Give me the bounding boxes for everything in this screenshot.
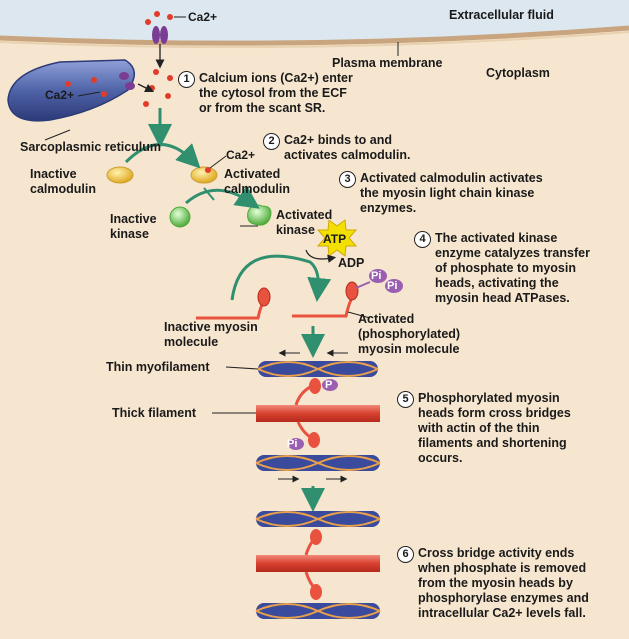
cytoplasm-label: Cytoplasm bbox=[486, 66, 550, 80]
thin-myofilament-label: Thin myofilament bbox=[106, 360, 210, 374]
inactive-myosin-label: Inactive myosin molecule bbox=[164, 320, 258, 349]
step-6-text: Cross bridge activity ends when phosphat… bbox=[418, 546, 589, 620]
step-6-number: 6 bbox=[397, 546, 414, 563]
inactive-calmodulin-label: Inactive calmodulin bbox=[30, 167, 96, 196]
ca-ecf-label: Ca2+ bbox=[188, 10, 218, 24]
step-5-number: 5 bbox=[397, 391, 414, 408]
step-5: 5 Phosphorylated myosin heads form cross… bbox=[397, 391, 622, 466]
step-3: 3 Activated calmodulin activates the myo… bbox=[339, 171, 624, 216]
step-2: 2 Ca2+ binds to and activates calmodulin… bbox=[263, 133, 503, 163]
step-4-text: The activated kinase enzyme catalyzes tr… bbox=[435, 231, 590, 305]
inactive-kinase-label: Inactive kinase bbox=[110, 212, 157, 241]
phosphate-icon bbox=[369, 269, 387, 283]
plasma-membrane bbox=[0, 25, 629, 46]
pi-label-2: Pi bbox=[387, 280, 398, 292]
thin-filament-1 bbox=[257, 361, 379, 377]
adp-label: ADP bbox=[338, 256, 365, 270]
thin-filament-4 bbox=[255, 603, 381, 619]
pi-label-1: Pi bbox=[371, 270, 382, 282]
activated-kinase-label: Activated kinase bbox=[276, 208, 333, 237]
activated-kinase-shape bbox=[247, 204, 272, 226]
phosphate-icon-2 bbox=[385, 279, 403, 293]
p-label-1: P bbox=[325, 379, 333, 391]
extracellular-label: Extracellular fluid bbox=[449, 8, 554, 22]
sr-label: Sarcoplasmic reticulum bbox=[20, 140, 162, 154]
step-6: 6 Cross bridge activity ends when phosph… bbox=[397, 546, 625, 621]
ca-calmodulin-label: Ca2+ bbox=[226, 148, 256, 162]
membrane-channel-icon bbox=[152, 26, 168, 44]
step-2-number: 2 bbox=[263, 133, 280, 150]
calcium-ion-dots bbox=[143, 11, 173, 107]
thick-filament-1 bbox=[256, 405, 380, 422]
ca-sr-label: Ca2+ bbox=[45, 88, 75, 102]
plasma-membrane-label: Plasma membrane bbox=[332, 56, 443, 70]
step-1-number: 1 bbox=[178, 71, 195, 88]
pi-label-3: Pi bbox=[287, 438, 298, 450]
step-1-text: Calcium ions (Ca2+) enter the cytosol fr… bbox=[199, 71, 353, 115]
thin-filament-2 bbox=[255, 455, 381, 471]
step-5-text: Phosphorylated myosin heads form cross b… bbox=[418, 391, 571, 465]
step-3-text: Activated calmodulin activates the myosi… bbox=[360, 171, 543, 215]
atp-label: ATP bbox=[323, 232, 347, 246]
inactive-kinase-shape bbox=[169, 206, 191, 228]
step-1: 1 Calcium ions (Ca2+) enter the cytosol … bbox=[178, 71, 418, 116]
inactive-calmodulin-shape bbox=[106, 166, 134, 184]
activated-calmodulin-label: Activated calmodulin bbox=[224, 167, 290, 196]
activated-myosin-label: Activated (phosphorylated) myosin molecu… bbox=[358, 312, 461, 356]
step-4: 4 The activated kinase enzyme catalyzes … bbox=[414, 231, 624, 306]
step-2-text: Ca2+ binds to and activates calmodulin. bbox=[284, 133, 411, 162]
thick-filament-2 bbox=[256, 555, 380, 572]
step-4-number: 4 bbox=[414, 231, 431, 248]
sr-channel-icon bbox=[119, 72, 135, 90]
sarcoplasmic-reticulum bbox=[7, 59, 135, 122]
step-3-number: 3 bbox=[339, 171, 356, 188]
thin-filament-3 bbox=[255, 511, 381, 527]
activated-calmodulin-shape bbox=[190, 166, 218, 184]
thick-filament-label: Thick filament bbox=[112, 406, 197, 420]
atp-star-icon bbox=[316, 219, 358, 257]
